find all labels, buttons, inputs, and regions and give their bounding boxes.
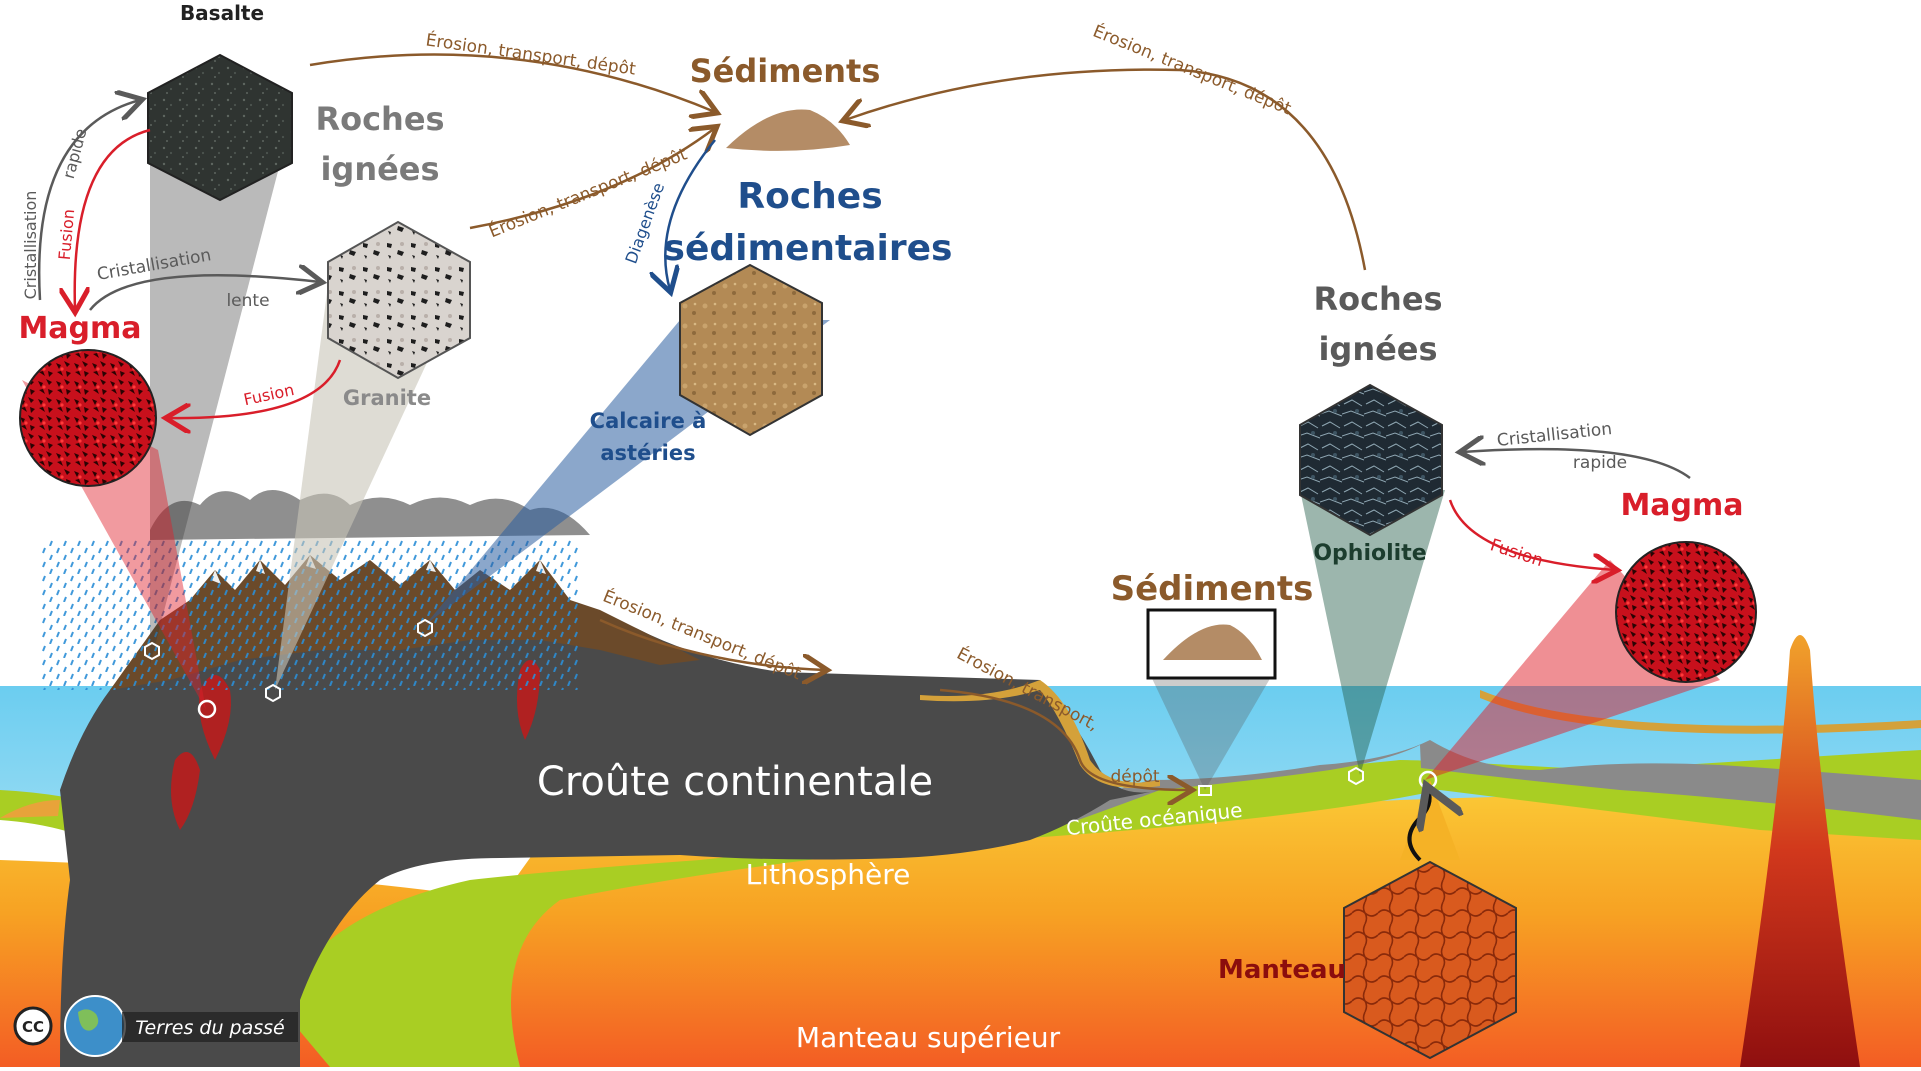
label-manteau-superieur: Manteau supérieur xyxy=(796,1021,1061,1054)
label-ophiolite: Ophiolite xyxy=(1313,541,1426,566)
marker-sediment xyxy=(1198,785,1212,796)
label-roches-ignees-right-1: Roches xyxy=(1313,280,1442,318)
ophiolite-cone xyxy=(1300,490,1445,775)
cc-logo[interactable] xyxy=(13,1006,53,1046)
magma-sample-left[interactable] xyxy=(19,349,157,487)
coastal-sediment xyxy=(0,800,60,818)
oceanic-crust xyxy=(1020,740,1921,840)
label-fusion-left: Fusion xyxy=(55,208,78,261)
label-roches-ignees-left-1: Roches xyxy=(315,100,444,138)
mantle-plume xyxy=(1740,635,1860,1067)
label-croute-continentale: Croûte continentale xyxy=(537,759,933,805)
granite-cone xyxy=(275,270,470,690)
arrow-erosion-mountain xyxy=(599,618,825,670)
magma-chamber-1 xyxy=(199,675,231,760)
label-roches-ignees-right-2: ignées xyxy=(1318,330,1437,368)
arrow-fusion-granite xyxy=(168,359,342,418)
marker-basalt xyxy=(144,641,160,661)
arrow-diagenese xyxy=(665,139,716,290)
globe-land xyxy=(78,1009,99,1031)
mantle-sample[interactable] xyxy=(1343,860,1517,1060)
lithosphere-layer xyxy=(0,750,1921,1067)
label-rapide-right: rapide xyxy=(1573,453,1627,473)
label-sediments-ocean: Sédiments xyxy=(1111,569,1314,609)
marker-granite xyxy=(265,683,281,703)
marker-limestone xyxy=(417,618,433,638)
sediment-pile-ocean[interactable] xyxy=(1163,624,1262,660)
sediment-pile-top[interactable] xyxy=(726,109,850,151)
arrow-erosion-basalt xyxy=(309,53,715,112)
label-rapide-left: rapide xyxy=(59,126,91,180)
granite-sample[interactable] xyxy=(327,220,471,380)
arrow-fusion-left xyxy=(75,128,151,310)
limestone-sample[interactable] xyxy=(679,263,823,437)
arrow-erosion-shelf xyxy=(939,688,1190,790)
label-diagenese: Diagenèse xyxy=(621,180,668,266)
credit-banner xyxy=(122,1012,298,1042)
ophiolite-sample[interactable] xyxy=(1299,383,1443,537)
marker-ophiolite xyxy=(1348,766,1364,786)
magma-sample-right[interactable] xyxy=(1615,541,1757,683)
label-erosion-5b: dépôt xyxy=(1110,767,1159,787)
upwelling-arrow xyxy=(1407,790,1429,862)
label-roches-sed-2: sédimentaires xyxy=(664,228,953,269)
arrow-cristallisation-rapide-right xyxy=(1462,449,1691,479)
arrow-erosion-granite xyxy=(469,128,715,230)
cc-text: CC xyxy=(22,1018,44,1036)
arrow-erosion-ophiolite xyxy=(845,68,1367,271)
label-manteau: Manteau xyxy=(1218,955,1346,985)
clouds xyxy=(150,490,590,540)
label-magma-right: Magma xyxy=(1620,488,1743,523)
label-calcaire-2: astéries xyxy=(600,441,695,465)
sediment-cone-ocean xyxy=(1148,670,1275,790)
label-erosion-1: Érosion, transport, dépôt xyxy=(424,28,637,79)
arrow-fusion-right xyxy=(1448,499,1615,570)
arrow-cristallisation-lente xyxy=(89,275,320,311)
label-granite: Granite xyxy=(343,386,431,410)
marker-magma-left xyxy=(197,699,217,719)
label-calcaire-1: Calcaire à xyxy=(590,409,707,433)
label-cristallisation-left: Cristallisation xyxy=(21,191,40,300)
label-magma-left: Magma xyxy=(18,311,141,346)
label-roches-ignees-left-2: ignées xyxy=(320,150,439,188)
label-basalte: Basalte xyxy=(180,1,264,25)
basalt-cone xyxy=(150,125,290,665)
label-fusion-right: Fusion xyxy=(1488,535,1546,571)
credit-text: Terres du passé xyxy=(135,1017,285,1039)
label-roches-sed-1: Roches xyxy=(737,176,882,217)
continental-crust xyxy=(60,603,1160,1067)
magma-chamber-2 xyxy=(171,752,200,830)
label-lente: lente xyxy=(226,291,269,311)
basalt-sample[interactable] xyxy=(147,53,293,202)
label-sediments-top: Sédiments xyxy=(690,52,881,90)
label-lithosphere: Lithosphère xyxy=(746,858,911,891)
label-cristallisation-right: Cristallisation xyxy=(1496,419,1613,451)
arrow-cristallisation-rapide-left xyxy=(37,100,140,301)
